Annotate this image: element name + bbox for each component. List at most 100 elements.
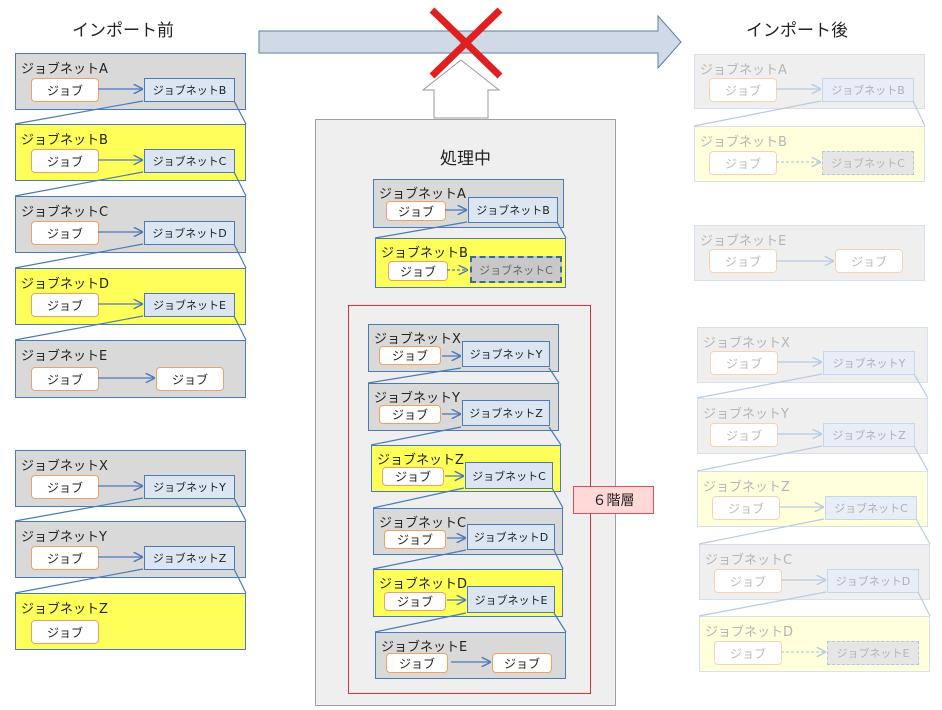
jobnet-ref-box[interactable]: ジョブネットC — [144, 149, 235, 173]
jobnet-label: ジョブネットB — [381, 246, 468, 261]
job-box[interactable]: ジョブ — [714, 641, 782, 665]
job-box[interactable]: ジョブ — [710, 351, 778, 375]
jobnet-label: ジョブネットX — [374, 332, 461, 347]
after-jobnet-b: ジョブネットB ジョブ ジョブネットC — [694, 126, 925, 182]
processing-jobnet-b: ジョブネットB ジョブ ジョブネットC — [375, 238, 566, 288]
jobnet-label: ジョブネットA — [700, 63, 787, 78]
after-jobnet-e: ジョブネットE ジョブ ジョブ — [694, 225, 925, 281]
jobnet-label: ジョブネットD — [379, 577, 468, 592]
job-box[interactable]: ジョブ — [709, 78, 777, 102]
jobnet-label: ジョブネットD — [21, 277, 110, 292]
jobnet-ref-box[interactable]: ジョブネットY — [462, 341, 550, 367]
jobnet-ref-box[interactable]: ジョブネットB — [468, 197, 558, 223]
processing-title: 処理中 — [440, 149, 491, 169]
before-jobnet-z: ジョブネットZ ジョブ — [15, 593, 246, 650]
job-box[interactable]: ジョブ — [31, 78, 99, 102]
job-box[interactable]: ジョブ — [835, 249, 903, 273]
jobnet-ref-box[interactable]: ジョブネットD — [467, 524, 555, 550]
jobnet-ref-box[interactable]: ジョブネットE — [467, 586, 555, 613]
jobnet-ref-box[interactable]: ジョブネットC — [825, 496, 917, 520]
jobnet-label: ジョブネットA — [379, 187, 466, 202]
processing-jobnet-c: ジョブネットC ジョブ ジョブネットD — [373, 508, 563, 555]
job-box[interactable]: ジョブ — [710, 423, 778, 447]
job-box[interactable]: ジョブ — [31, 221, 99, 245]
jobnet-ref-box[interactable]: ジョブネットZ — [144, 546, 235, 570]
jobnet-ref-box[interactable]: ジョブネットB — [822, 78, 914, 102]
after-jobnet-c: ジョブネットC ジョブ ジョブネットD — [699, 544, 930, 600]
jobnet-label: ジョブネットZ — [21, 602, 108, 617]
job-box[interactable]: ジョブ — [31, 546, 99, 570]
import-arrow — [258, 14, 682, 70]
jobnet-label: ジョブネットE — [700, 234, 787, 249]
job-box[interactable]: ジョブ — [709, 151, 777, 175]
job-box[interactable]: ジョブ — [379, 405, 441, 424]
before-jobnet-y: ジョブネットY ジョブ ジョブネットZ — [15, 521, 246, 578]
after-jobnet-x: ジョブネットX ジョブ ジョブネットY — [697, 327, 928, 383]
job-box[interactable]: ジョブ — [492, 653, 552, 673]
job-box[interactable]: ジョブ — [384, 592, 446, 611]
job-box[interactable]: ジョブ — [156, 367, 224, 391]
cross-icon — [429, 7, 503, 79]
job-box[interactable]: ジョブ — [31, 149, 99, 173]
job-box[interactable]: ジョブ — [382, 467, 444, 486]
job-box[interactable]: ジョブ — [31, 620, 99, 644]
jobnet-label: ジョブネットB — [700, 135, 787, 150]
jobnet-label: ジョブネットE — [381, 640, 468, 655]
jobnet-ref-box[interactable]: ジョブネットY — [823, 351, 915, 375]
jobnet-ref-box[interactable]: ジョブネットZ — [462, 400, 550, 426]
jobnet-label: ジョブネットE — [21, 349, 108, 364]
processing-jobnet-e: ジョブネットE ジョブ ジョブ — [375, 632, 566, 679]
before-title: インポート前 — [72, 21, 174, 41]
processing-jobnet-a: ジョブネットA ジョブ ジョブネットB — [373, 179, 564, 228]
job-box[interactable]: ジョブ — [388, 261, 448, 281]
after-jobnet-y: ジョブネットY ジョブ ジョブネットZ — [697, 398, 928, 454]
before-jobnet-e: ジョブネットE ジョブ ジョブ — [15, 340, 246, 398]
jobnet-ref-box[interactable]: ジョブネットZ — [823, 423, 915, 447]
layers-badge: ６階層 — [573, 486, 654, 514]
jobnet-label: ジョブネットY — [374, 391, 460, 406]
jobnet-ref-box[interactable]: ジョブネットE — [144, 293, 235, 317]
after-jobnet-d: ジョブネットD ジョブ ジョブネットE — [699, 616, 930, 672]
processing-jobnet-x: ジョブネットX ジョブ ジョブネットY — [368, 324, 559, 372]
jobnet-ref-box[interactable]: ジョブネットD — [144, 221, 235, 245]
job-box[interactable]: ジョブ — [709, 249, 777, 273]
jobnet-label: ジョブネットC — [379, 516, 467, 531]
job-box[interactable]: ジョブ — [386, 653, 448, 673]
jobnet-ref-box-missing[interactable]: ジョブネットC — [822, 151, 914, 175]
jobnet-label: ジョブネットY — [21, 530, 107, 545]
up-arrow — [421, 59, 501, 119]
jobnet-ref-box[interactable]: ジョブネットB — [144, 78, 235, 102]
job-box[interactable]: ジョブ — [31, 367, 99, 391]
processing-jobnet-y: ジョブネットY ジョブ ジョブネットZ — [368, 383, 559, 431]
jobnet-ref-box-missing[interactable]: ジョブネットC — [470, 256, 562, 283]
before-jobnet-d: ジョブネットD ジョブ ジョブネットE — [15, 268, 246, 325]
job-box[interactable]: ジョブ — [386, 201, 446, 221]
before-jobnet-b: ジョブネットB ジョブ ジョブネットC — [15, 124, 246, 181]
jobnet-label: ジョブネットA — [21, 62, 108, 77]
after-jobnet-a: ジョブネットA ジョブ ジョブネットB — [694, 54, 925, 109]
jobnet-label: ジョブネットY — [703, 407, 789, 422]
jobnet-ref-box[interactable]: ジョブネットY — [144, 475, 235, 499]
jobnet-ref-box-missing[interactable]: ジョブネットE — [827, 641, 919, 665]
job-box[interactable]: ジョブ — [31, 475, 99, 499]
jobnet-label: ジョブネットZ — [703, 480, 790, 495]
job-box[interactable]: ジョブ — [379, 346, 441, 365]
jobnet-label: ジョブネットB — [21, 133, 108, 148]
before-jobnet-c: ジョブネットC ジョブ ジョブネットD — [15, 196, 246, 253]
jobnet-label: ジョブネットC — [21, 205, 109, 220]
jobnet-ref-box[interactable]: ジョブネットC — [465, 462, 553, 489]
job-box[interactable]: ジョブ — [31, 293, 99, 317]
before-jobnet-a: ジョブネットA ジョブ ジョブネットB — [15, 53, 246, 110]
jobnet-ref-box[interactable]: ジョブネットD — [827, 569, 919, 593]
job-box[interactable]: ジョブ — [712, 496, 780, 520]
jobnet-label: ジョブネットD — [705, 625, 794, 640]
before-jobnet-x: ジョブネットX ジョブ ジョブネットY — [15, 450, 246, 507]
jobnet-label: ジョブネットC — [705, 553, 793, 568]
processing-jobnet-z: ジョブネットZ ジョブ ジョブネットC — [371, 445, 561, 492]
jobnet-label: ジョブネットZ — [377, 453, 464, 468]
after-jobnet-z: ジョブネットZ ジョブ ジョブネットC — [697, 471, 928, 527]
processing-jobnet-d: ジョブネットD ジョブ ジョブネットE — [373, 569, 563, 617]
job-box[interactable]: ジョブ — [384, 530, 446, 549]
job-box[interactable]: ジョブ — [714, 569, 782, 593]
after-title: インポート後 — [746, 21, 848, 41]
